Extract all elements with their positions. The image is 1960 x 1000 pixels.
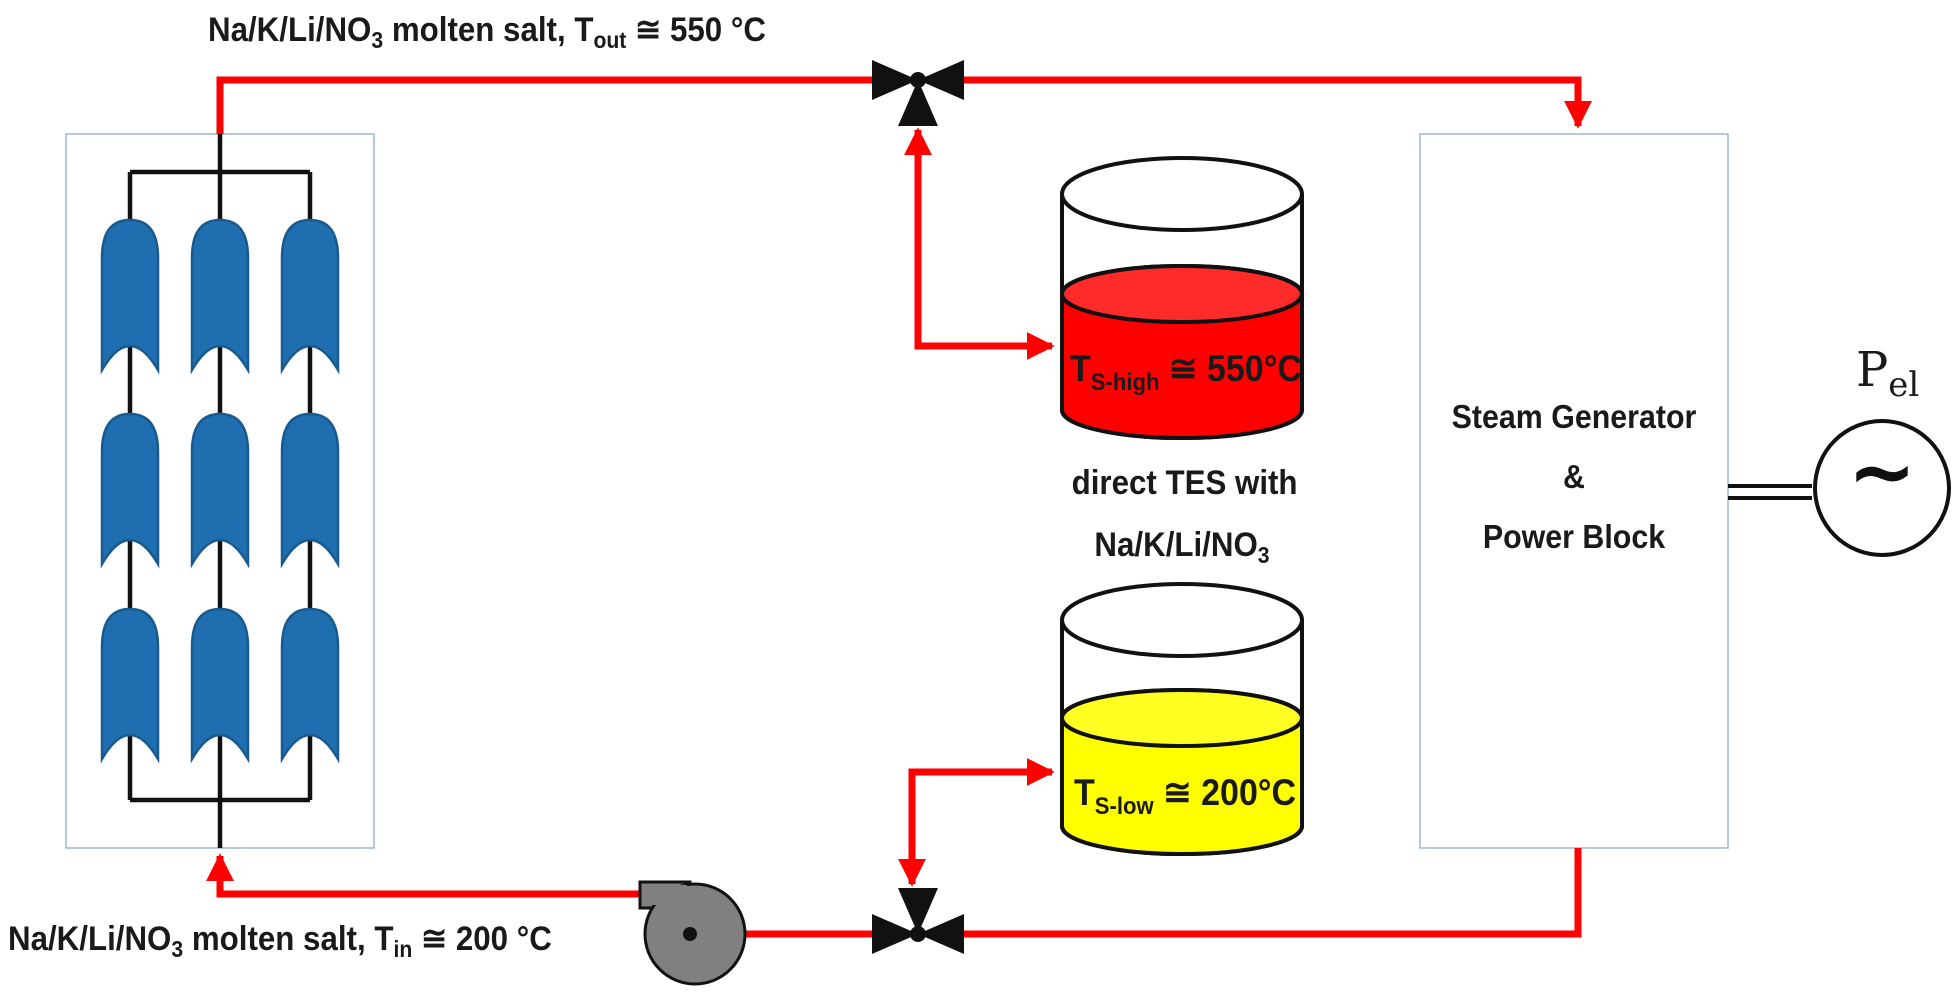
tes-line1-text: direct TES with (1071, 464, 1298, 502)
top-pipe-sub3: 3 (371, 27, 384, 53)
tes-label-line1: direct TES with (1072, 466, 1298, 500)
top-pipe-prefix: Na/K/Li/NO (208, 11, 372, 49)
cold-tank-value: ≅ 200°C (1153, 772, 1297, 813)
power-line1-text: Steam Generator (1451, 398, 1697, 435)
three-way-valve-icon (872, 888, 964, 954)
power-line3-text: Power Block (1482, 518, 1666, 555)
cold-tank-sub: S-low (1094, 793, 1154, 820)
top-pipe-label: Na/K/Li/NO3 molten salt, Tout ≅ 550 °C (208, 13, 766, 52)
tes-line2-prefix: Na/K/Li/NO (1094, 526, 1258, 564)
cold-tank-T: T (1074, 772, 1095, 813)
solar-collectors (100, 218, 340, 761)
power-block-frame (1419, 133, 1729, 849)
bottom-pipe-suffix: ≅ 200 °C (412, 920, 552, 958)
top-pipe-suffix: ≅ 550 °C (626, 11, 766, 49)
hot-tank-value: ≅ 550°C (1159, 348, 1302, 389)
tes-line2-sub: 3 (1257, 542, 1270, 568)
bottom-pipe-subin: in (393, 936, 413, 962)
hot-salt-piping (216, 76, 1592, 360)
tes-label-line2: Na/K/Li/NO3 (1072, 528, 1293, 567)
bottom-pipe-label: Na/K/Li/NO3 molten salt, Tin ≅ 200 °C (8, 922, 552, 961)
power-block-line3: Power Block (1432, 520, 1715, 553)
top-pipe-subout: out (593, 27, 627, 53)
ac-generator-icon (1728, 419, 1951, 557)
generator-symbol: ~ (1847, 425, 1917, 520)
bottom-pipe-sub3: 3 (171, 936, 184, 962)
power-block-line1: Steam Generator (1432, 400, 1715, 433)
top-pipe-mid: molten salt, T (383, 11, 594, 49)
pel-sub: el (1888, 365, 1920, 405)
power-line2-text: & (1563, 458, 1585, 495)
pump-icon (638, 880, 747, 986)
cold-salt-piping (206, 758, 1582, 948)
power-block-line2: & (1432, 460, 1715, 493)
cold-tank-label: TS-low ≅ 200°C (1074, 774, 1296, 819)
cold-tank (1060, 582, 1304, 856)
hot-tank-label: TS-high ≅ 550°C (1070, 350, 1302, 395)
bottom-pipe-mid: molten salt, T (183, 920, 394, 958)
hot-tank-T: T (1070, 348, 1091, 389)
three-way-valve-icon (872, 60, 964, 126)
bottom-pipe-prefix: Na/K/Li/NO (8, 920, 172, 958)
pel-main: P (1856, 342, 1889, 398)
hot-tank (1060, 156, 1304, 440)
hot-tank-sub: S-high (1090, 369, 1160, 396)
electric-power-label: Pel (1856, 342, 1919, 405)
